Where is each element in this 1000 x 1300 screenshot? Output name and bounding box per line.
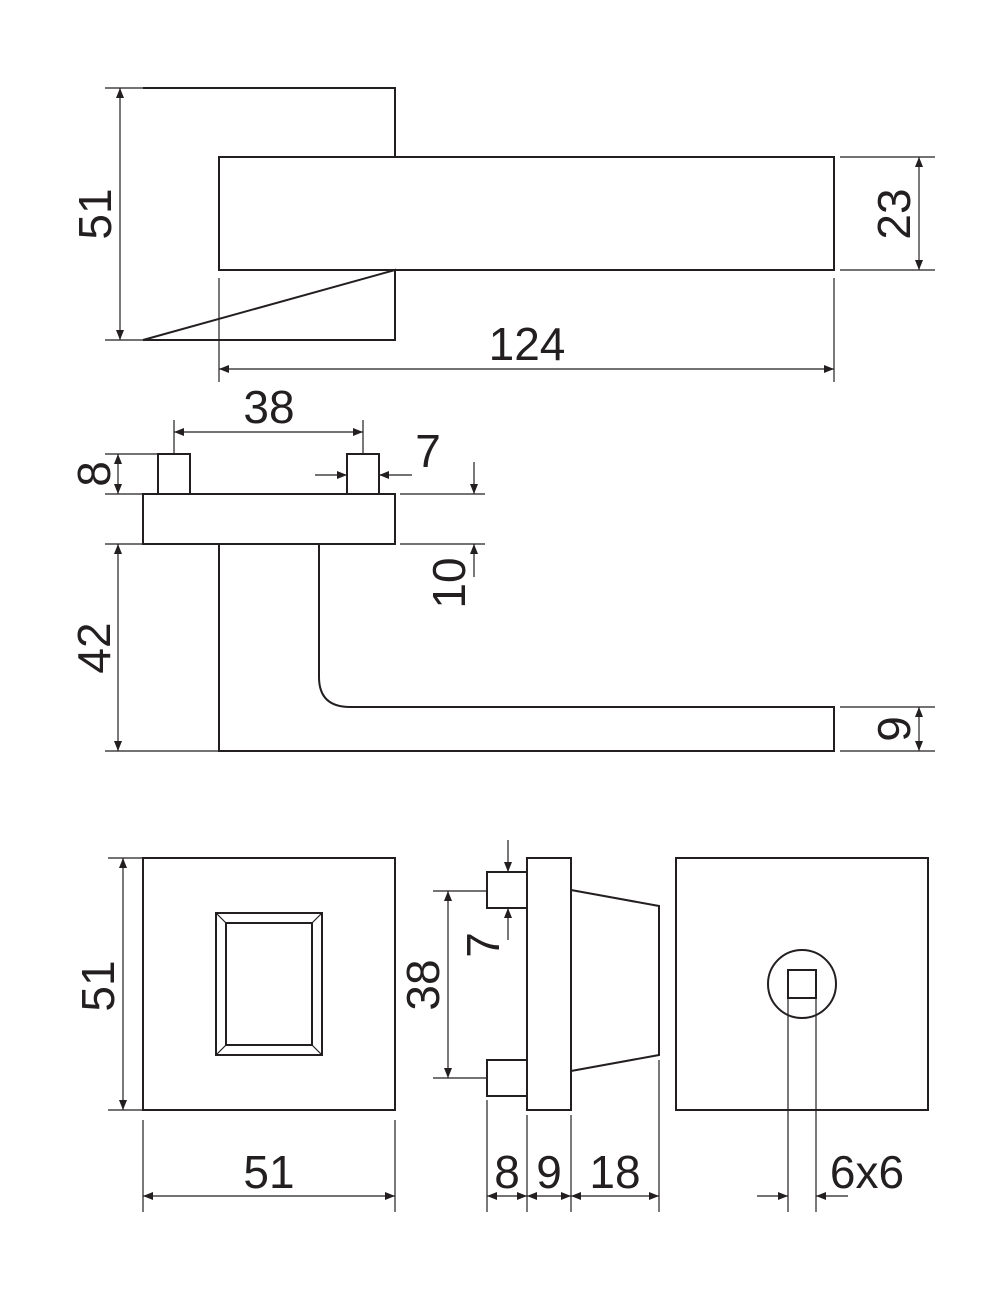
rose-back-view: 6x6 bbox=[675, 857, 929, 1212]
side-pin-left bbox=[157, 453, 191, 495]
dim-rose-thickness: 10 bbox=[423, 557, 475, 608]
top-lever bbox=[218, 156, 835, 271]
dim-pin-height: 8 bbox=[68, 461, 120, 487]
dim-spindle: 6x6 bbox=[830, 1146, 904, 1198]
rose-side-view: 7 38 8 9 18 bbox=[397, 840, 660, 1212]
top-rose-plate bbox=[142, 87, 396, 341]
rose-front-view: 51 51 bbox=[72, 857, 396, 1212]
dim-rose-height: 51 bbox=[69, 188, 121, 239]
rose-side-body bbox=[570, 889, 660, 1072]
side-view: 38 8 7 10 42 9 bbox=[68, 381, 935, 752]
dim-projection: 42 bbox=[68, 622, 120, 673]
dim-pin-size: 7 bbox=[457, 932, 509, 958]
rose-side-plate bbox=[526, 857, 572, 1111]
dim-lever-length: 124 bbox=[489, 318, 566, 370]
dim-pin-depth: 8 bbox=[494, 1146, 520, 1198]
dim-rose-pin-spacing: 38 bbox=[397, 959, 449, 1010]
rose-front-plate bbox=[142, 857, 396, 1111]
dim-lever-thickness: 9 bbox=[868, 716, 920, 742]
side-lever-profile bbox=[218, 544, 835, 752]
dim-pin-width: 7 bbox=[415, 425, 441, 477]
turn-knob-outer bbox=[215, 912, 323, 1056]
rose-side-pin-bottom bbox=[486, 1059, 528, 1097]
dim-plate-depth: 9 bbox=[536, 1146, 562, 1198]
rose-side-pin-top bbox=[486, 871, 528, 909]
dim-front-width: 51 bbox=[243, 1146, 294, 1198]
spindle-hole-circle bbox=[767, 949, 837, 1019]
turn-knob-inner bbox=[225, 922, 313, 1046]
side-pin-right bbox=[346, 453, 380, 495]
rose-back-plate bbox=[675, 857, 929, 1111]
dim-front-height: 51 bbox=[72, 960, 124, 1011]
dim-body-depth: 18 bbox=[589, 1146, 640, 1198]
side-rose-plate bbox=[142, 493, 396, 545]
top-view: 51 23 124 bbox=[69, 87, 935, 382]
spindle-square bbox=[787, 969, 817, 999]
dim-pin-spacing: 38 bbox=[243, 381, 294, 433]
dim-lever-height: 23 bbox=[868, 188, 920, 239]
